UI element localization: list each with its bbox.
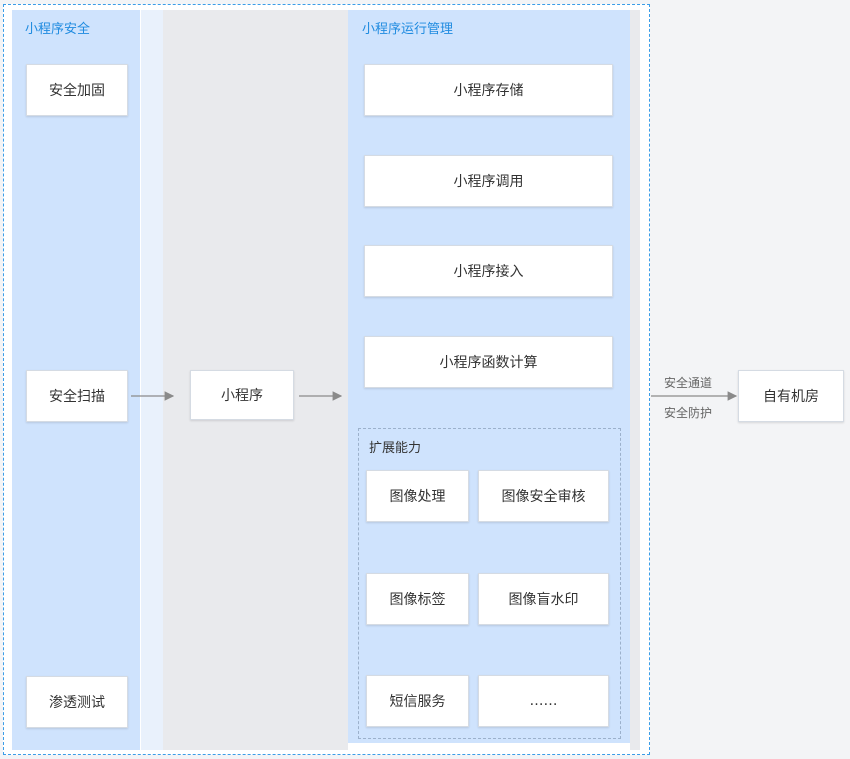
runtime-panel-edge [630,10,640,750]
extensions-title: 扩展能力 [369,441,422,456]
function-compute-box: 小程序函数计算 [364,336,613,388]
security-panel-title: 小程序安全 [25,22,91,37]
image-moderation-box: 图像安全审核 [478,470,609,522]
penetration-test-box: 渗透测试 [26,676,128,728]
access-box: 小程序接入 [364,245,613,297]
runtime-panel-title: 小程序运行管理 [362,22,454,37]
panel-gap-strip [141,10,163,750]
image-tagging-box: 图像标签 [366,573,469,625]
mini-program-box: 小程序 [190,370,294,420]
image-watermark-box: 图像盲水印 [478,573,609,625]
data-center-box: 自有机房 [738,370,844,422]
invocation-box: 小程序调用 [364,155,613,207]
security-hardening-box: 安全加固 [26,64,128,116]
security-scan-box: 安全扫描 [26,370,128,422]
image-processing-box: 图像处理 [366,470,469,522]
storage-box: 小程序存储 [364,64,613,116]
secure-channel-label: 安全通道 [664,376,713,390]
extensions-group: 扩展能力 [358,428,621,739]
more-services-box: …… [478,675,609,727]
security-protection-label: 安全防护 [664,406,713,420]
sms-service-box: 短信服务 [366,675,469,727]
